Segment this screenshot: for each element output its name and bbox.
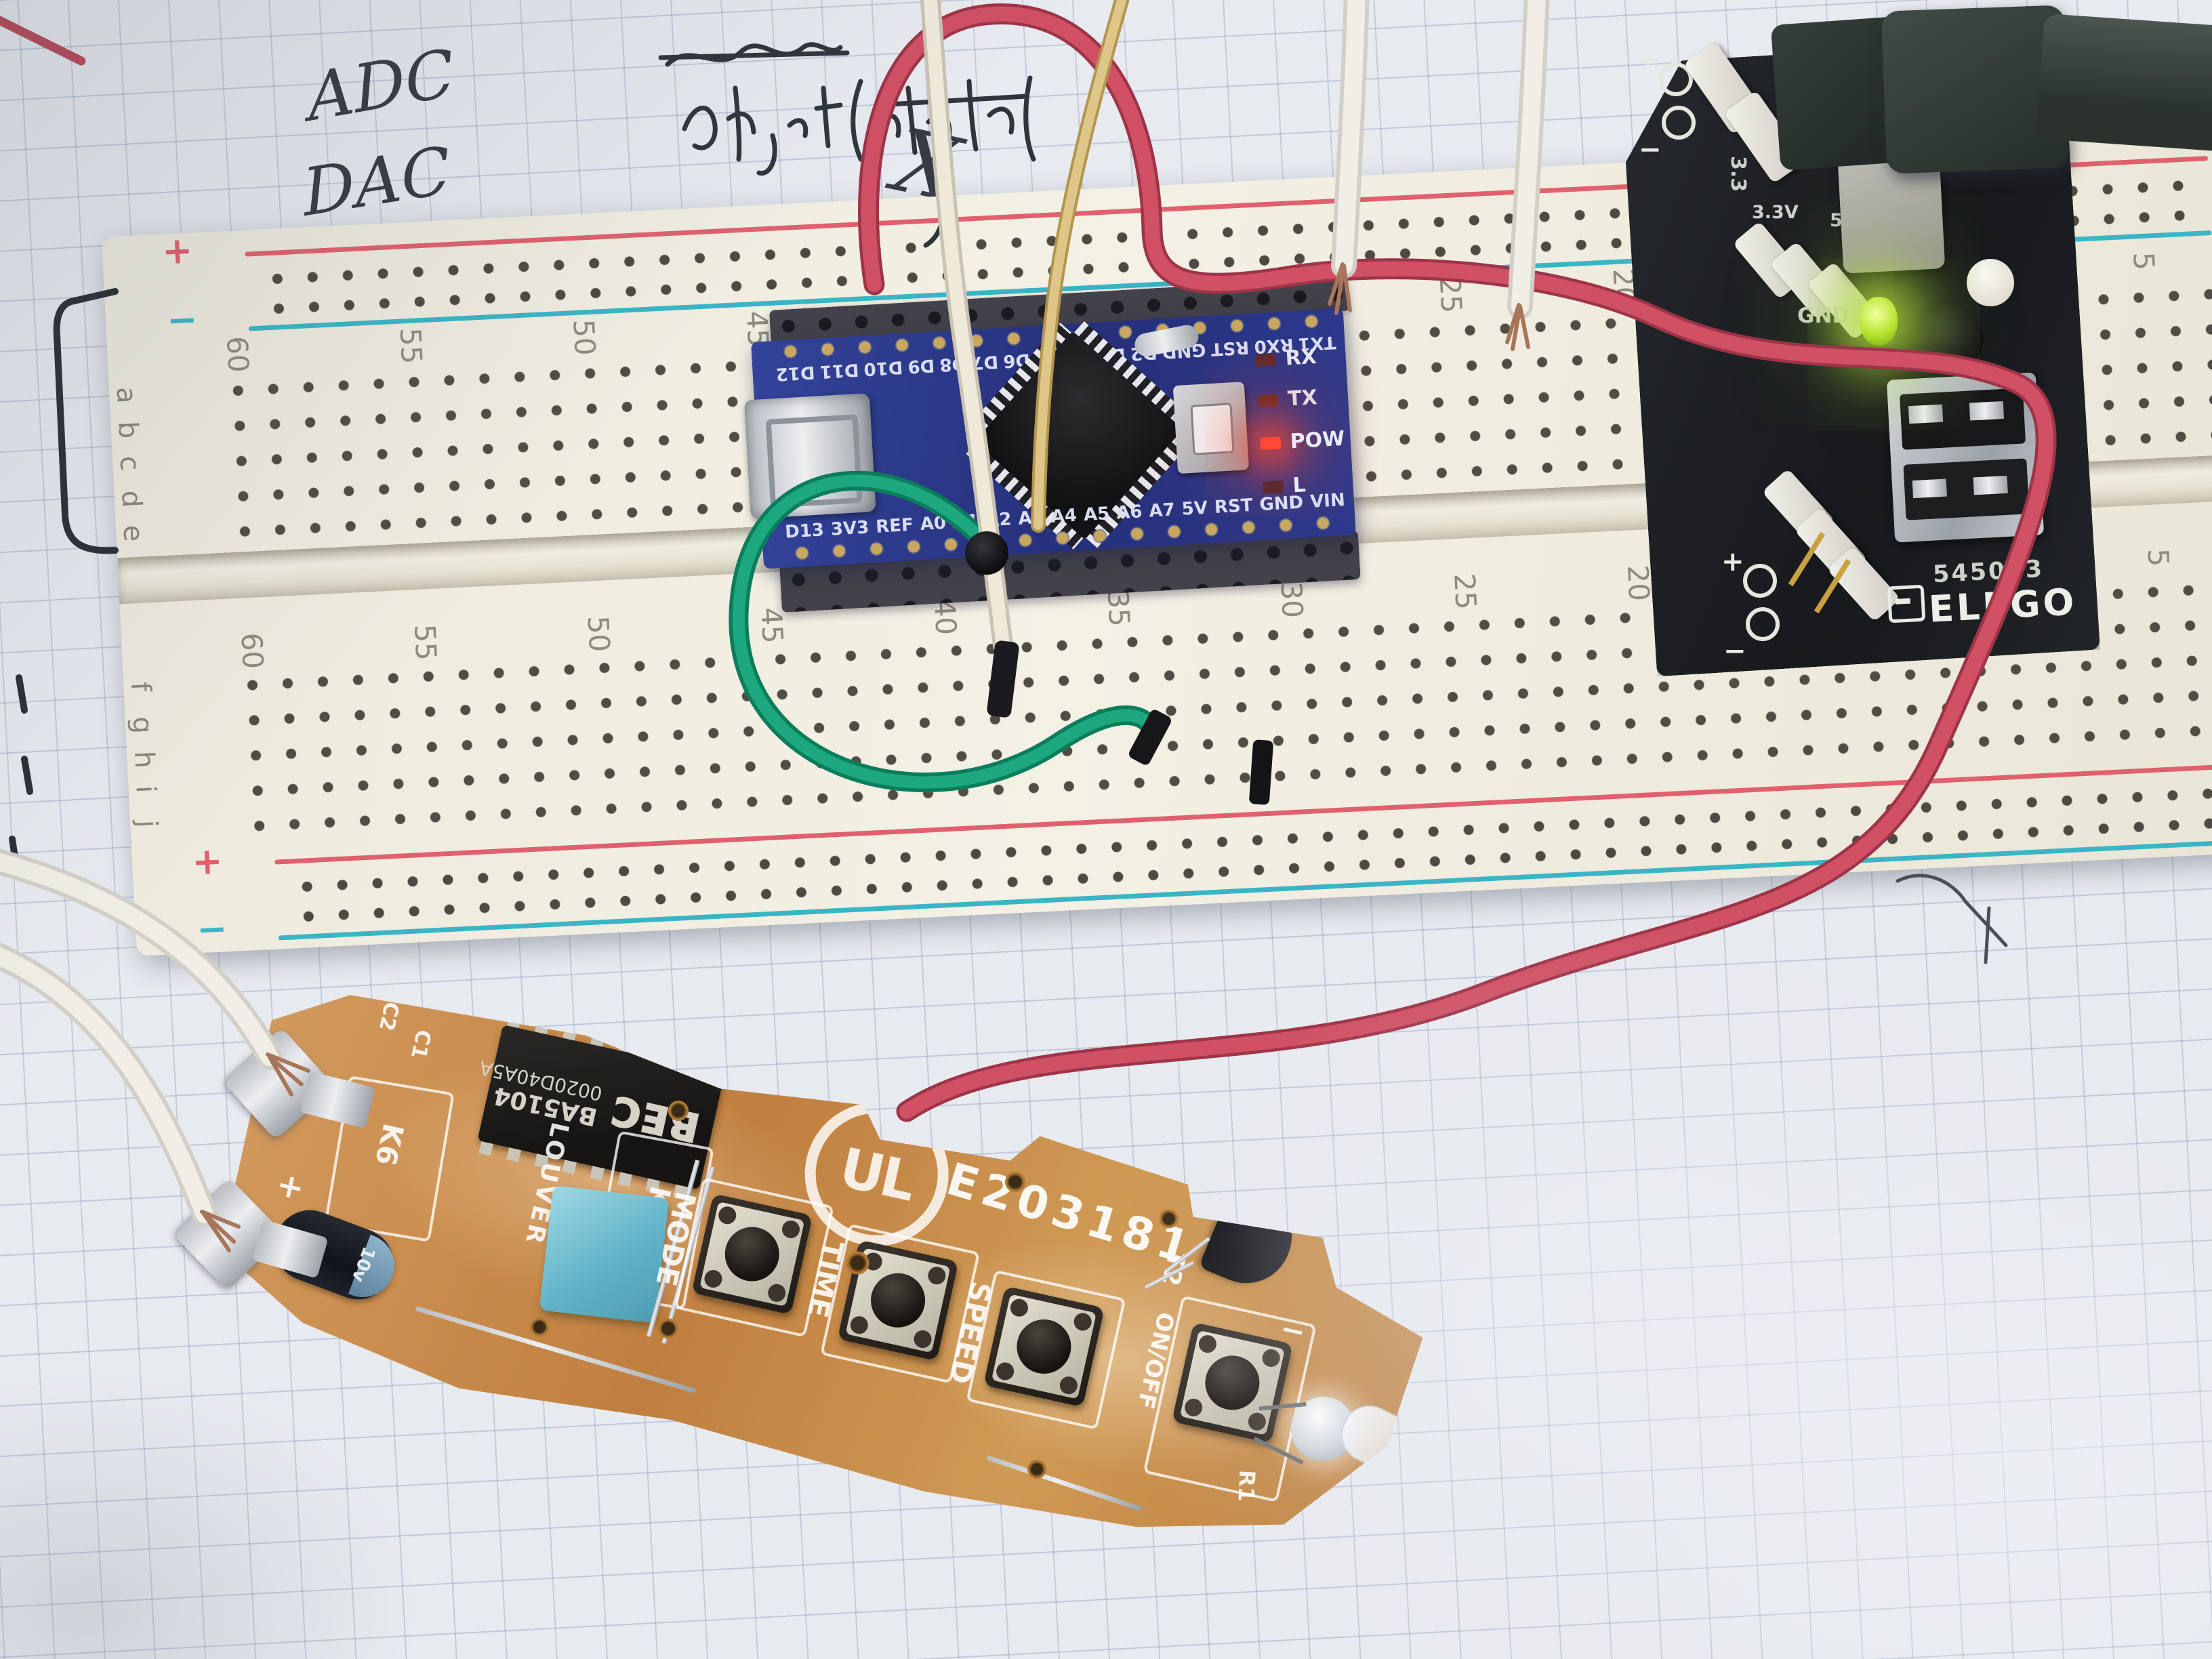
stripped-copper-strands	[200, 1052, 310, 1252]
white-lead-wire-1-core	[0, 853, 279, 1066]
red-power-wire-core	[861, 6, 2054, 1119]
green-jumper-wire-core	[732, 474, 1158, 789]
white-lead-wire-2-core	[0, 947, 213, 1223]
breadboard-grommet	[965, 531, 1008, 575]
white-lead-wire-1	[0, 848, 283, 1070]
white-lead-wire-2	[0, 942, 218, 1227]
red-power-wire	[858, 3, 2057, 1122]
